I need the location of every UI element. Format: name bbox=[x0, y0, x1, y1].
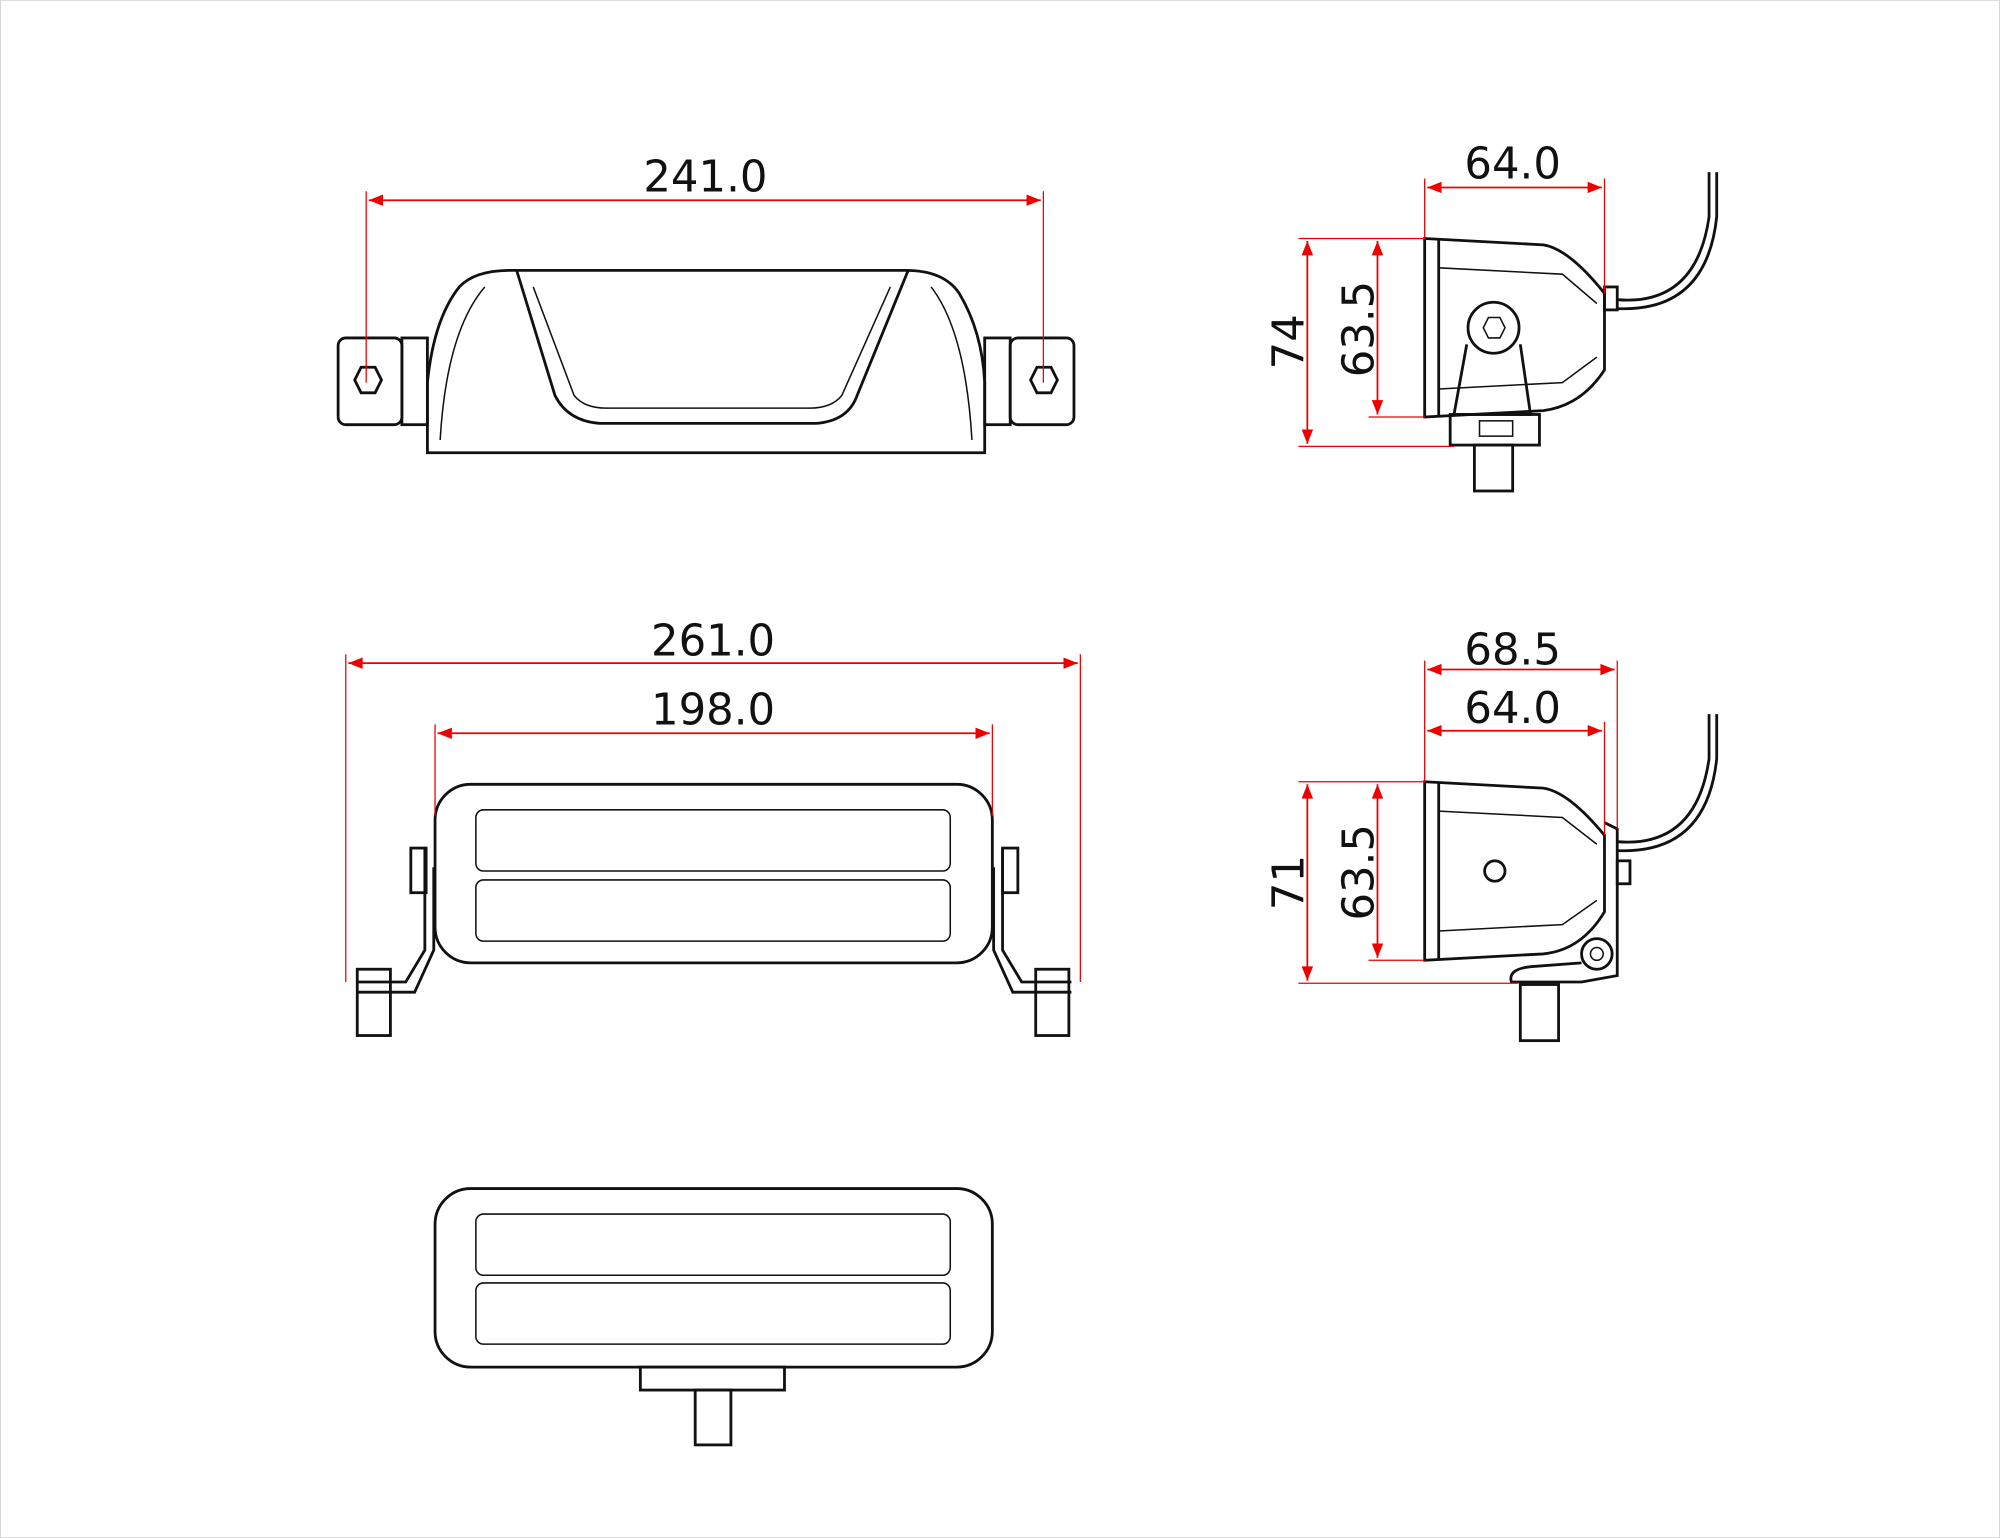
dimension-label-71: 71 bbox=[1265, 855, 1315, 910]
dimension-label-74: 74 bbox=[1265, 314, 1315, 369]
top-view: 241.0 bbox=[336, 152, 1076, 455]
bottom-view bbox=[433, 1187, 994, 1447]
dimension-label-64-top: 64.0 bbox=[1464, 140, 1561, 190]
dimension-label-261: 261.0 bbox=[651, 616, 775, 666]
dimension-label-68-5: 68.5 bbox=[1464, 625, 1561, 675]
dimension-label-198: 198.0 bbox=[651, 685, 775, 735]
side-view-front: 68.5 64.0 71 63.5 bbox=[1265, 625, 1719, 1043]
side-view-top: 64.0 74 63.5 bbox=[1265, 140, 1719, 493]
dimension-label-64-front: 64.0 bbox=[1464, 684, 1561, 734]
dimension-label-63-5-top: 63.5 bbox=[1335, 281, 1385, 378]
dimension-label-63-5-front: 63.5 bbox=[1335, 824, 1385, 921]
dimension-label-241: 241.0 bbox=[643, 152, 767, 202]
front-view: 261.0 198.0 bbox=[345, 616, 1081, 1037]
